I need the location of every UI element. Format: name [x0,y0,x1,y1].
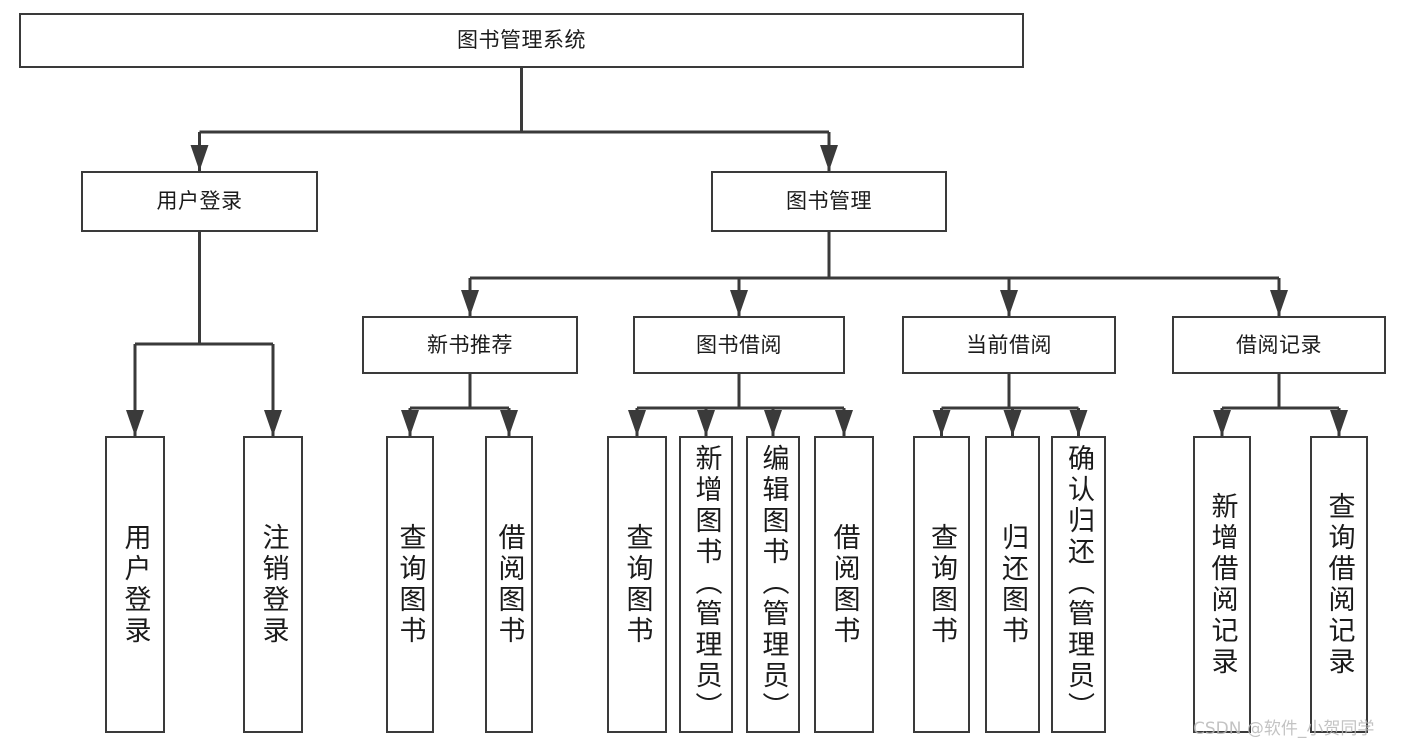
arrow-head [764,410,782,436]
node-leaf-borrow-book-1[interactable]: 借阅图书 [485,436,533,733]
node-label: 用户登录 [156,189,243,214]
arrow-head [461,290,479,316]
arrow-head [820,145,838,171]
node-root[interactable]: 图书管理系统 [19,13,1024,68]
node-leaf-edit-book[interactable]: 编辑图书（管理员） [746,436,800,733]
arrow-head [1213,410,1231,436]
node-label: 查询借阅记录 [1323,491,1355,678]
node-leaf-confirm-return[interactable]: 确认归还（管理员） [1051,436,1106,733]
node-label: 查询图书 [621,522,653,647]
arrow-head [628,410,646,436]
node-label: 新增借阅记录 [1206,491,1238,678]
node-label: 图书管理 [786,189,872,214]
node-label: 编辑图书（管理员） [757,444,789,723]
node-new-book-rec[interactable]: 新书推荐 [362,316,578,374]
node-leaf-user-login[interactable]: 用户登录 [105,436,165,733]
node-label: 图书借阅 [696,332,782,357]
node-leaf-query-book-1[interactable]: 查询图书 [386,436,434,733]
arrow-head [697,410,715,436]
node-label: 当前借阅 [966,332,1052,357]
node-leaf-borrow-book-2[interactable]: 借阅图书 [814,436,874,733]
arrow-head [1069,410,1088,436]
node-label: 注销登录 [257,522,289,647]
node-leaf-query-record[interactable]: 查询借阅记录 [1310,436,1368,733]
arrow-head [1330,410,1348,436]
node-leaf-add-book[interactable]: 新增图书（管理员） [679,436,733,733]
node-label: 图书管理系统 [457,28,586,53]
node-label: 确认归还（管理员） [1063,444,1094,723]
node-label: 查询图书 [394,522,426,647]
arrow-head [1003,410,1022,436]
node-borrow-record[interactable]: 借阅记录 [1172,316,1386,374]
node-book-borrow[interactable]: 图书借阅 [633,316,845,374]
node-leaf-logout[interactable]: 注销登录 [243,436,303,733]
arrow-head [1270,290,1288,316]
node-leaf-query-book-3[interactable]: 查询图书 [913,436,970,733]
arrow-head [932,410,951,436]
node-leaf-return-book[interactable]: 归还图书 [985,436,1040,733]
node-leaf-query-book-2[interactable]: 查询图书 [607,436,667,733]
node-label: 借阅图书 [828,522,860,647]
node-book-mgmt[interactable]: 图书管理 [711,171,947,232]
arrow-head [730,290,748,316]
watermark: CSDN @软件_小贺同学 [1193,719,1375,739]
node-label: 用户登录 [119,522,151,647]
node-label: 归还图书 [997,522,1028,647]
node-current-borrow[interactable]: 当前借阅 [902,316,1116,374]
arrow-head [835,410,853,436]
node-label: 新增图书（管理员） [690,444,722,723]
node-leaf-add-record[interactable]: 新增借阅记录 [1193,436,1251,733]
arrow-head [1000,290,1018,316]
node-login[interactable]: 用户登录 [81,171,318,232]
arrow-head [126,410,144,436]
arrow-head [190,145,209,171]
node-label: 借阅记录 [1236,332,1322,357]
arrow-head [500,410,518,436]
arrow-head [264,410,282,436]
node-label: 借阅图书 [493,522,525,647]
node-label: 新书推荐 [427,332,513,357]
node-label: 查询图书 [926,522,957,647]
arrow-head [401,410,419,436]
